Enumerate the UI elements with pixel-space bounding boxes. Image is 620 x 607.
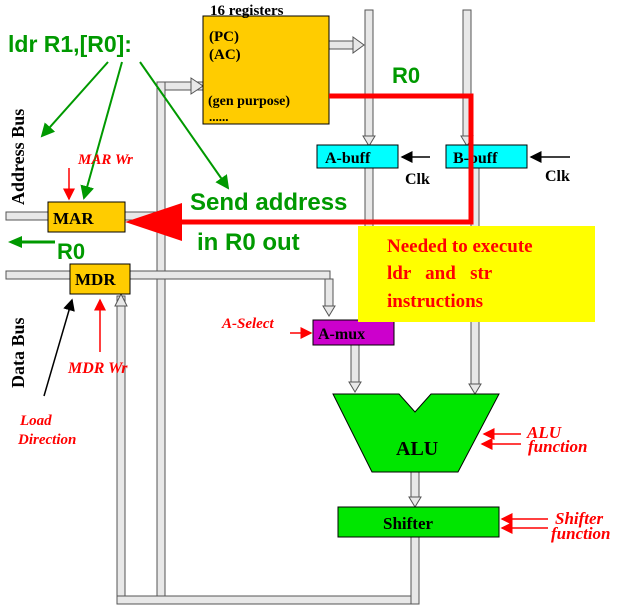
shifter-function-line-2: function	[551, 524, 611, 543]
r0-left-arrow	[8, 236, 55, 248]
load-direction-line-2: Direction	[17, 432, 76, 448]
register-dots: ......	[209, 109, 229, 124]
send-address-line-2: in R0 out	[197, 229, 300, 256]
shifter: Shifter	[337, 506, 500, 538]
register-file: 16 registers (PC) (AC) (gen purpose) ...…	[202, 3, 330, 125]
a-buff: A-buff	[316, 144, 399, 169]
alu-label: ALU	[396, 438, 438, 460]
mar-wr-label: MAR Wr	[77, 152, 133, 168]
shifter-function-line-1: Shifter	[555, 509, 604, 528]
clk-a-label: Clk	[405, 171, 430, 188]
r0-left-label: R0	[57, 239, 85, 264]
mdr: MDR	[69, 263, 131, 295]
address-bus-label: Address Bus	[8, 109, 28, 205]
alu-function-line-2: function	[528, 437, 588, 456]
control-arrows	[43, 151, 570, 534]
note-box: Needed to execute ldr and str instructio…	[358, 226, 595, 322]
register-gen-purpose: (gen purpose)	[208, 94, 290, 109]
b-buff-label: B-buff	[453, 150, 498, 167]
alu: ALU	[332, 393, 500, 473]
mdr-label: MDR	[75, 270, 116, 289]
register-ac: (AC)	[209, 47, 241, 63]
green-arrows	[40, 61, 230, 200]
send-address-line-1: Send address	[190, 189, 347, 216]
register-pc: (PC)	[209, 29, 239, 45]
data-bus-label: Data Bus	[8, 317, 28, 388]
a-select-label: A-Select	[221, 316, 274, 332]
mar: MAR	[47, 201, 126, 233]
r0-top-label: R0	[392, 63, 420, 88]
mar-label: MAR	[53, 209, 94, 228]
clk-b-label: Clk	[545, 168, 570, 185]
a-mux: A-mux	[312, 319, 395, 346]
note-line-3: instructions	[387, 291, 483, 312]
note-line-1: Needed to execute	[387, 236, 533, 257]
load-direction-line-1: Load	[19, 413, 52, 429]
r0-path	[125, 93, 474, 241]
alu-function-line-1: ALU	[526, 423, 562, 442]
instruction-label: ldr R1,[R0]:	[8, 31, 132, 57]
mdr-wr-label: MDR Wr	[67, 360, 128, 377]
a-mux-label: A-mux	[318, 326, 365, 343]
a-buff-label: A-buff	[325, 150, 371, 167]
note-line-2: ldr and str	[387, 263, 493, 284]
shifter-label: Shifter	[383, 514, 434, 533]
b-buff: B-buff	[445, 144, 528, 169]
register-file-title: 16 registers	[210, 3, 284, 19]
